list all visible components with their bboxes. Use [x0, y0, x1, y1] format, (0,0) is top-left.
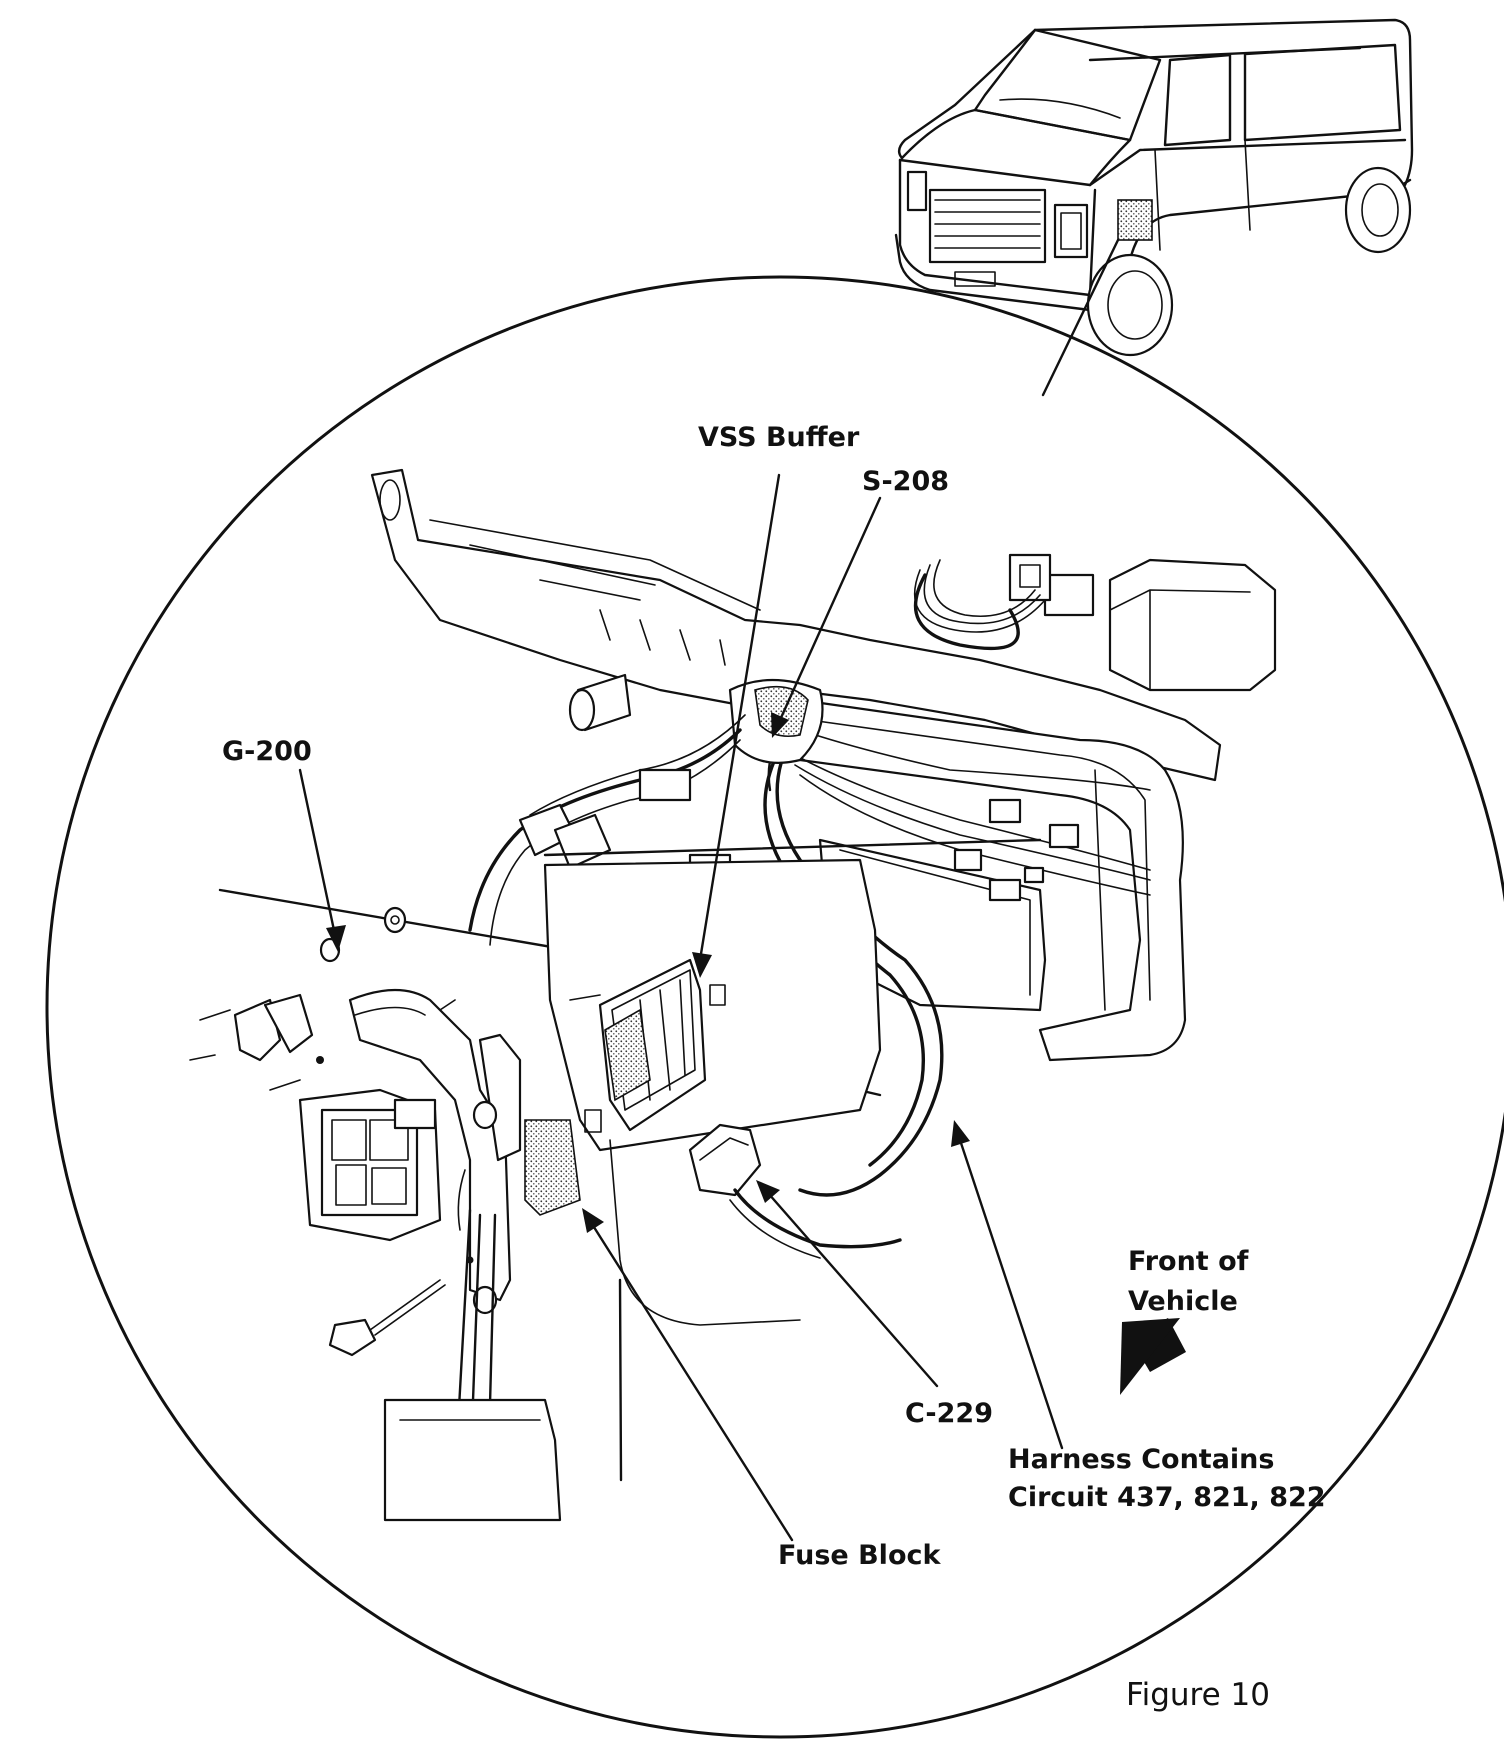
van-illustration: [894, 18, 1414, 397]
label-harness-line1: Harness Contains: [1008, 1444, 1274, 1475]
label-s-208: S-208: [862, 466, 949, 497]
figure-caption: Figure 10: [1126, 1677, 1270, 1713]
detail-circle: [45, 275, 1504, 1739]
label-fuse-block: Fuse Block: [778, 1540, 941, 1571]
leader-lines: [298, 473, 1186, 1542]
label-front-of: Front of: [1128, 1246, 1249, 1277]
label-c-229: C-229: [905, 1398, 993, 1429]
label-g-200: G-200: [222, 736, 312, 767]
label-vehicle: Vehicle: [1128, 1286, 1238, 1317]
dash-harness-detail: [189, 468, 1277, 1522]
label-vss-buffer: VSS Buffer: [698, 422, 860, 453]
label-harness-line2: Circuit 437, 821, 822: [1008, 1482, 1326, 1513]
